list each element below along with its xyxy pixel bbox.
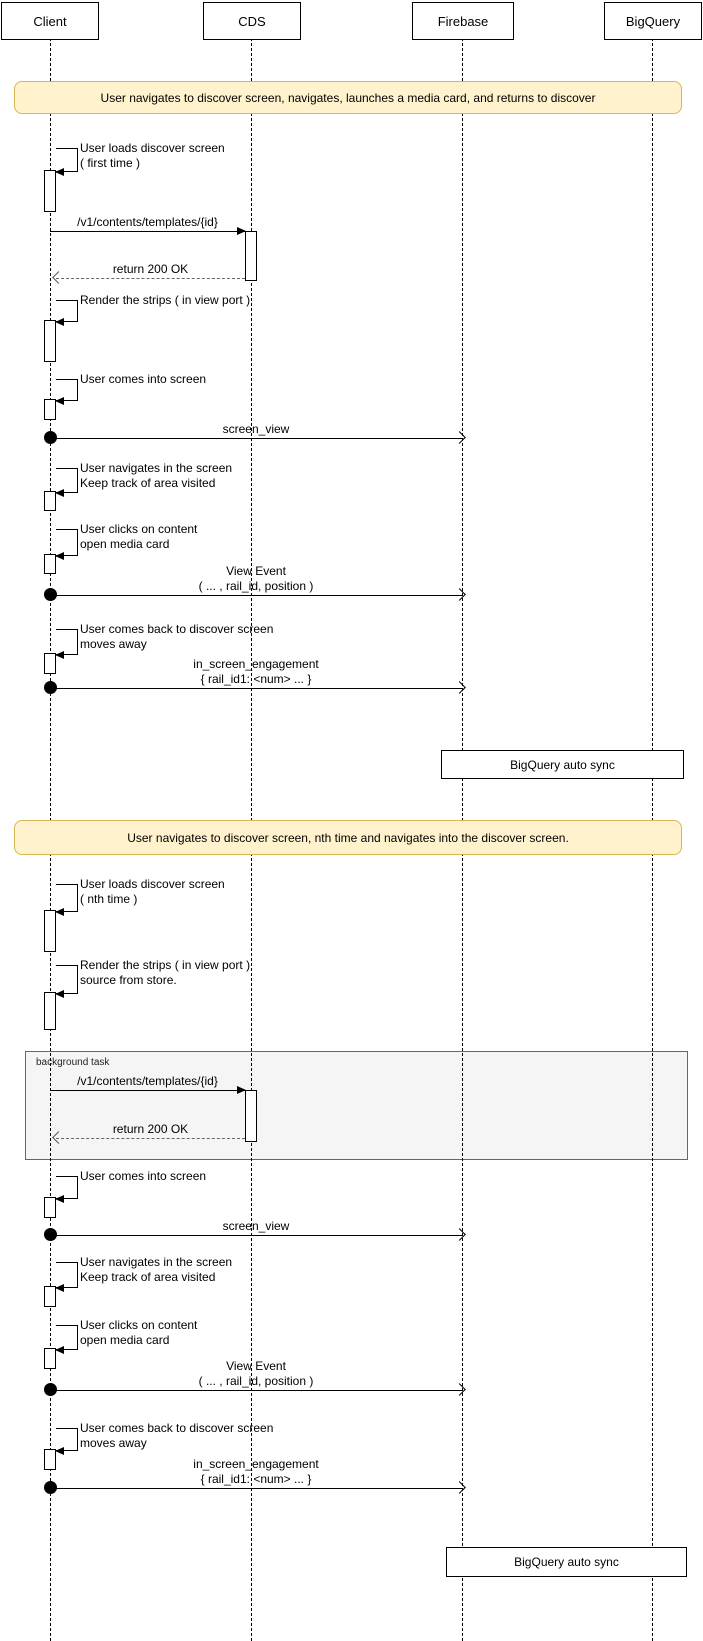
event-start-dot-icon <box>44 588 57 601</box>
bigquery-sync-box: BigQuery auto sync <box>441 750 684 779</box>
activation-bar <box>44 554 56 574</box>
activation-bar <box>44 491 56 511</box>
event-arrow-label: in_screen_engagement { rail_id1: <num> .… <box>193 1457 319 1486</box>
activation-bar <box>44 399 56 420</box>
activation-bar-cds <box>245 1090 257 1142</box>
activation-bar <box>44 170 56 212</box>
self-message-label: Render the strips ( in view port ) <box>80 293 251 307</box>
activation-bar <box>44 1348 56 1369</box>
self-message-label: User navigates in the screen Keep track … <box>80 461 233 490</box>
return-arrow-label: return 200 OK <box>112 1121 189 1136</box>
request-arrow-label: /v1/contents/templates/{id} <box>77 1073 218 1088</box>
return-arrow-label: return 200 OK <box>112 261 189 276</box>
activation-bar <box>44 1197 56 1218</box>
actor-box-firebase: Firebase <box>412 2 514 40</box>
self-message-bracket <box>55 468 78 497</box>
self-message-bracket <box>55 1428 78 1455</box>
self-message-label: User comes into screen <box>80 372 207 386</box>
self-message-bracket <box>55 629 78 659</box>
self-message-bracket <box>55 965 78 998</box>
event-start-dot-icon <box>44 1228 57 1241</box>
phase-banner-1: User navigates to discover screen, navig… <box>14 81 682 114</box>
self-message-bracket <box>55 529 78 560</box>
request-arrow-label: /v1/contents/templates/{id} <box>77 214 218 229</box>
self-message-label: User clicks on content open media card <box>80 522 198 551</box>
event-arrow-label: screen_view <box>222 421 290 436</box>
self-message-bracket <box>55 1176 78 1203</box>
event-start-dot-icon <box>44 431 57 444</box>
event-start-dot-icon <box>44 1383 57 1396</box>
actor-box-client: Client <box>1 2 99 40</box>
self-message-label: User loads discover screen ( nth time ) <box>80 877 225 906</box>
self-message-bracket <box>55 379 78 405</box>
self-message-label: User navigates in the screen Keep track … <box>80 1255 233 1284</box>
event-arrow-label: in_screen_engagement { rail_id1: <num> .… <box>193 657 319 686</box>
event-arrow-label: View Event ( ... , rail_id, position ) <box>198 564 314 593</box>
self-message-label: User clicks on content open media card <box>80 1318 198 1347</box>
activation-bar-cds <box>245 231 257 281</box>
activation-bar <box>44 992 56 1030</box>
self-message-label: User comes back to discover screen moves… <box>80 622 274 651</box>
self-message-bracket <box>55 148 78 176</box>
event-start-dot-icon <box>44 1481 57 1494</box>
self-message-label: User loads discover screen ( first time … <box>80 141 225 170</box>
event-arrow-label: screen_view <box>222 1218 290 1233</box>
actor-box-cds: CDS <box>203 2 301 40</box>
filled-arrowhead-icon <box>237 1086 246 1094</box>
background-task-frame-label: background task <box>36 1057 110 1068</box>
activation-bar <box>44 1449 56 1470</box>
self-message-label: Render the strips ( in view port ) sourc… <box>80 958 251 987</box>
actor-box-bigquery: BigQuery <box>604 2 702 40</box>
background-task-frame: background task <box>25 1051 688 1160</box>
bigquery-sync-box: BigQuery auto sync <box>446 1547 687 1577</box>
activation-bar <box>44 1286 56 1307</box>
activation-bar <box>44 910 56 952</box>
phase-banner-2: User navigates to discover screen, nth t… <box>14 820 682 855</box>
self-message-label: User comes into screen <box>80 1169 207 1183</box>
event-arrow-label: View Event ( ... , rail_id, position ) <box>198 1359 314 1388</box>
self-message-bracket <box>55 1325 78 1354</box>
self-message-bracket <box>55 1262 78 1292</box>
self-message-label: User comes back to discover screen moves… <box>80 1421 274 1450</box>
activation-bar <box>44 320 56 362</box>
self-message-bracket <box>55 300 78 326</box>
event-start-dot-icon <box>44 681 57 694</box>
filled-arrowhead-icon <box>237 227 246 235</box>
activation-bar <box>44 653 56 674</box>
self-message-bracket <box>55 884 78 916</box>
